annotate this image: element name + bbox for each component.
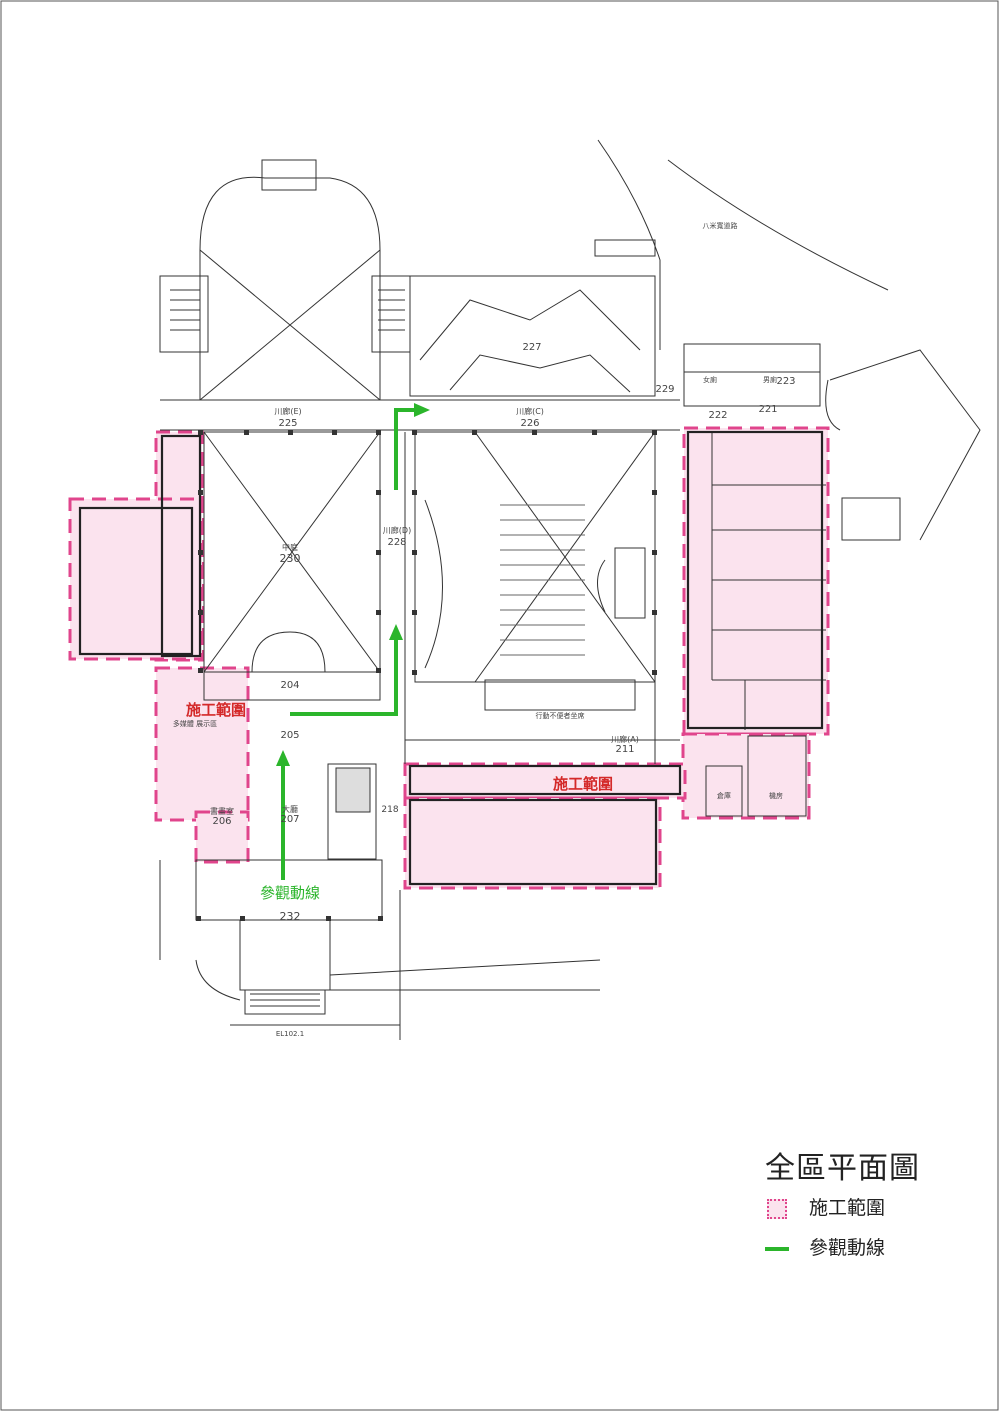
label-courtyard-no: 230 bbox=[280, 552, 301, 565]
construction-area-south-block bbox=[403, 796, 662, 890]
label-corridor-a-no: 211 bbox=[615, 744, 634, 755]
construction-area-right-wing bbox=[682, 426, 830, 736]
label-room-218: 218 bbox=[381, 805, 398, 815]
visit-route bbox=[276, 403, 430, 880]
label-corridor-c: 川廊(C) bbox=[516, 406, 544, 416]
legend-item-visit-route: 參觀動線 bbox=[765, 1233, 965, 1267]
columns bbox=[196, 430, 657, 921]
label-room-232: 232 bbox=[280, 910, 301, 923]
construction-area-south-rooms bbox=[681, 732, 811, 820]
construction-area-exhibit bbox=[154, 666, 250, 822]
label-exhibit-note: 多媒體 展示區 bbox=[173, 719, 217, 728]
label-corridor-d: 川廊(D) bbox=[383, 525, 411, 535]
construction-label-left: 施工範圍 bbox=[186, 701, 246, 719]
label-toilet-female: 女廁 bbox=[703, 375, 717, 384]
label-elevation: EL102.1 bbox=[276, 1030, 304, 1038]
label-room-machine: 機房 bbox=[769, 791, 783, 800]
legend-title: 全區平面圖 bbox=[765, 1151, 920, 1186]
label-corridor-e: 川廊(E) bbox=[274, 406, 301, 416]
label-corridor-a: 川廊(A) bbox=[611, 734, 639, 744]
legend-item-label: 參觀動線 bbox=[809, 1237, 886, 1259]
label-room-222: 222 bbox=[708, 410, 727, 421]
label-room-221: 221 bbox=[758, 404, 777, 415]
plan-structure bbox=[159, 139, 981, 1040]
construction-walls bbox=[78, 430, 824, 886]
label-road-note: 八米寬道路 bbox=[703, 221, 738, 230]
label-room-205: 205 bbox=[280, 730, 299, 741]
label-corridor-c-no: 226 bbox=[520, 418, 539, 429]
route-segment-courtyard bbox=[290, 638, 398, 716]
label-room-store: 倉庫 bbox=[717, 791, 731, 800]
auditorium-seating bbox=[500, 504, 585, 656]
label-room-206-no: 206 bbox=[212, 816, 231, 827]
route-arrowhead-entrance bbox=[276, 750, 290, 766]
legend-item-label: 施工範圍 bbox=[809, 1197, 886, 1219]
route-arrowhead-courtyard bbox=[389, 624, 403, 640]
construction-label-center: 施工範圍 bbox=[553, 775, 613, 793]
legend-item-construction: 施工範圍 bbox=[765, 1193, 965, 1227]
label-courtyard: 中庭 bbox=[282, 542, 298, 552]
label-toilet-male: 男廁 bbox=[763, 375, 777, 384]
label-corridor-d-no: 228 bbox=[387, 537, 406, 548]
label-room-204: 204 bbox=[280, 680, 299, 691]
label-corridor-e-no: 225 bbox=[278, 418, 297, 429]
legend: 全區平面圖 施工範圍 參觀動線 bbox=[765, 1143, 965, 1267]
label-room-227: 227 bbox=[522, 342, 541, 353]
construction-area-room-206 bbox=[194, 810, 250, 864]
visit-route-label: 參觀動線 bbox=[260, 884, 320, 902]
label-room-229: 229 bbox=[655, 384, 674, 395]
construction-area-west-annex bbox=[68, 497, 204, 661]
label-room-223: 223 bbox=[776, 376, 795, 387]
label-stage-note: 行動不便者坐席 bbox=[536, 711, 585, 720]
route-line-icon bbox=[765, 1247, 789, 1251]
label-room-206: 書畫室 bbox=[210, 806, 234, 816]
route-segment-north bbox=[394, 408, 415, 490]
construction-areas bbox=[68, 426, 830, 890]
label-room-207: 大廳 bbox=[282, 804, 298, 814]
label-room-207-no: 207 bbox=[280, 814, 299, 825]
construction-swatch-icon bbox=[767, 1199, 787, 1219]
route-arrowhead-north bbox=[414, 403, 430, 417]
